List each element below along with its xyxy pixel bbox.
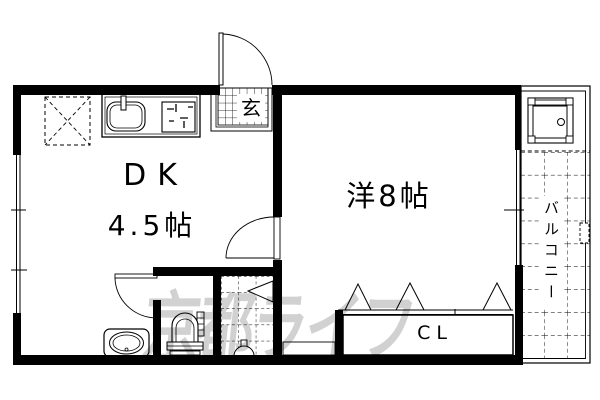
wall-right-upper: [515, 95, 521, 150]
wall-wc-bath-divider: [213, 276, 221, 357]
room-label-closet: CL: [417, 322, 453, 344]
balcony: [520, 85, 591, 364]
room-door-swing-icon: [225, 215, 283, 260]
wall-wc-bath-top: [153, 267, 282, 276]
wall-closet-left: [335, 310, 343, 357]
wall-left-lower: [13, 313, 21, 365]
bathroom: [221, 276, 274, 357]
walls: [13, 85, 523, 365]
gas-stove-icon: [161, 101, 196, 133]
balcony-drain-marker: [579, 222, 590, 244]
closet-folding-door-icon: [344, 281, 512, 311]
room-label-balcony: バルコニー: [539, 196, 562, 309]
wall-bathroom-right: [273, 260, 282, 357]
dk-name: DK: [123, 158, 188, 193]
toilet-room: [166, 311, 205, 356]
washbasin-icon: [103, 328, 150, 358]
wall-top-right: [272, 85, 521, 95]
window-left: [11, 155, 27, 313]
toilet-icon: [166, 311, 205, 356]
wall-dk-western-upper: [273, 88, 282, 217]
sliding-window-icon: [11, 150, 524, 313]
wall-wc-left: [153, 300, 161, 357]
wall-bottom: [13, 355, 523, 365]
washing-machine-pan-icon: [527, 97, 574, 144]
niche: [282, 341, 336, 356]
kitchen-counter: [101, 93, 201, 138]
toilet-door-swing-icon: [114, 273, 158, 319]
window-right: [504, 150, 524, 265]
wall-top-left: [13, 85, 220, 95]
refrigerator-space-icon: [44, 96, 91, 146]
dk-size: 4.5帖: [107, 209, 197, 242]
wall-right-lower: [515, 265, 523, 363]
room-label-dk: DK 4.5帖: [95, 161, 205, 240]
room-label-western: 洋8帖: [346, 179, 432, 213]
closet: [338, 281, 514, 356]
wall-left-upper: [13, 85, 21, 155]
balcony-railing-outer: [520, 85, 591, 364]
entrance-door-swing-icon: [218, 32, 273, 86]
shower-drain-icon: [233, 339, 255, 357]
room-label-entrance: 玄: [237, 94, 265, 122]
kitchen-sink-icon: [106, 95, 146, 132]
